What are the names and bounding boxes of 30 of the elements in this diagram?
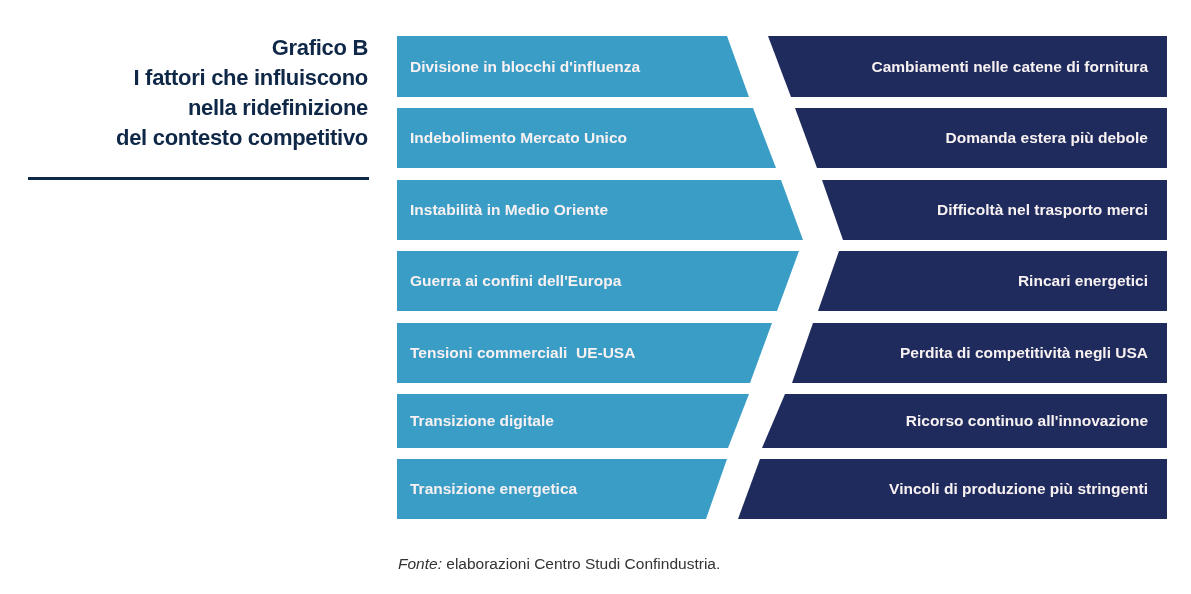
- band-label: Transizione energetica: [410, 480, 578, 498]
- band-label: Rincari energetici: [1017, 272, 1148, 290]
- outcome-band: [818, 251, 1167, 311]
- band-label: Guerra ai confini dell'Europa: [410, 272, 622, 290]
- factor-band: [397, 323, 772, 383]
- outcome-band: [795, 108, 1167, 168]
- band-label: Cambiamenti nelle catene di fornitura: [871, 57, 1148, 76]
- factor-band: [397, 459, 727, 519]
- band-label: Difficoltà nel trasporto merci: [937, 201, 1148, 219]
- band-label: Tensioni commerciali UE-USA: [410, 344, 636, 362]
- band-label: Vincoli di produzione più stringenti: [889, 480, 1148, 498]
- outcome-band: [792, 323, 1167, 383]
- band-label: Ricorso continuo all'innovazione: [905, 412, 1148, 430]
- factor-band: [397, 180, 803, 240]
- outcome-band: [738, 459, 1167, 519]
- outcome-band: [768, 36, 1167, 97]
- factor-band: [397, 251, 799, 311]
- band-label: Domanda estera più debole: [945, 129, 1148, 147]
- factor-band: [397, 108, 776, 168]
- band-label: Transizione digitale: [410, 412, 554, 430]
- factor-band: [397, 36, 749, 97]
- outcome-band: [822, 180, 1167, 240]
- band-label: Instabilità in Medio Oriente: [410, 201, 609, 219]
- factor-band: [397, 394, 749, 448]
- source-note: Fonte: elaborazioni Centro Studi Confindustria.: [398, 555, 721, 573]
- outcome-band: [762, 394, 1167, 448]
- band-label: Indebolimento Mercato Unico: [410, 129, 627, 147]
- band-label: Divisione in blocchi d'influenza: [410, 57, 641, 76]
- band-label: Perdita di competitività negli USA: [899, 344, 1148, 362]
- chart-title: Grafico B I fattori che influiscono nella ridefinizione del contesto competitivo: [115, 34, 368, 152]
